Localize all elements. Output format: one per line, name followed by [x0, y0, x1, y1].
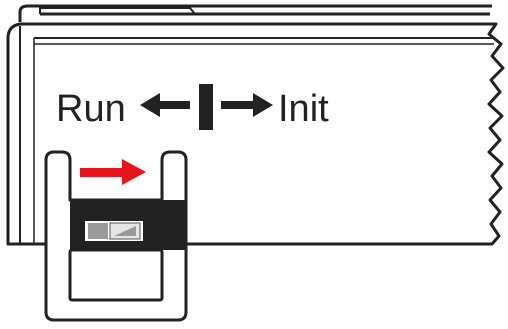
- switch-knob: [109, 222, 141, 240]
- switch-track-left: [88, 223, 108, 239]
- panel-back-outline: [18, 4, 492, 22]
- run-label: Run: [56, 88, 126, 130]
- switch-window: [68, 248, 164, 302]
- red-arrow-right-icon: [80, 159, 146, 185]
- vertical-bar-icon: [199, 84, 213, 130]
- panel-front-body: [6, 22, 505, 246]
- arrow-left-icon: [140, 93, 190, 117]
- init-label: Init: [278, 88, 329, 130]
- panel-top-tab: [39, 7, 196, 15]
- arrow-right-icon: [221, 93, 273, 117]
